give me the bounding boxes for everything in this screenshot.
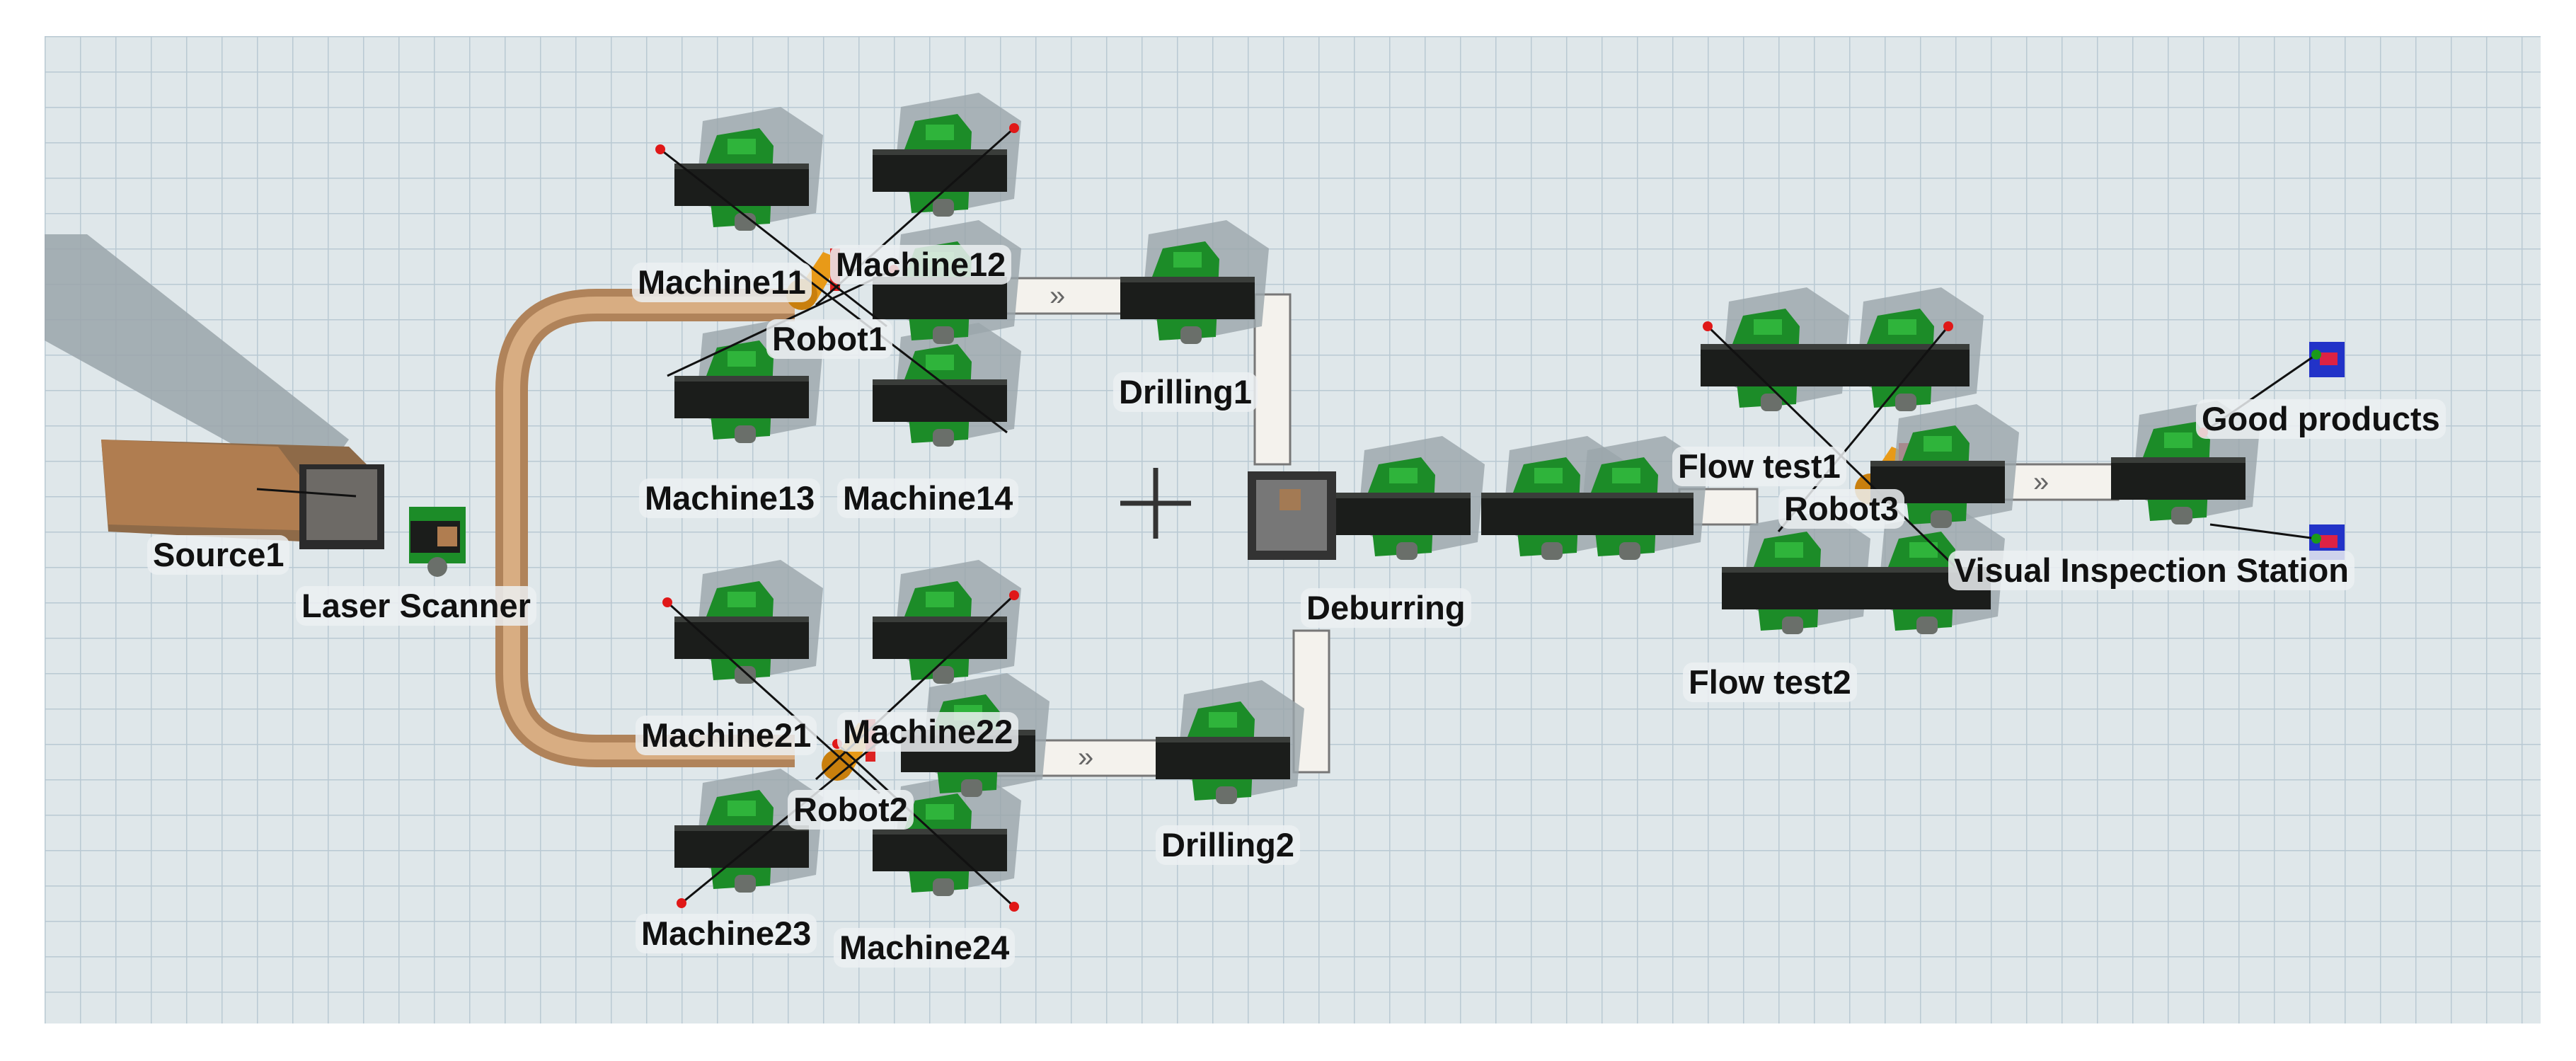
- svg-text:»: »: [1050, 280, 1065, 311]
- label-robot3[interactable]: Robot3: [1778, 489, 1904, 529]
- model-canvas[interactable]: » » »: [45, 36, 2541, 1023]
- label-machine11[interactable]: Machine11: [632, 263, 812, 302]
- label-machine14[interactable]: Machine14: [837, 478, 1019, 518]
- label-visual-inspection[interactable]: Visual Inspection Station: [1948, 551, 2355, 590]
- label-deburring[interactable]: Deburring: [1301, 588, 1471, 628]
- label-drilling2[interactable]: Drilling2: [1156, 825, 1301, 865]
- label-machine23[interactable]: Machine23: [636, 914, 817, 953]
- label-laser-scanner[interactable]: Laser Scanner: [296, 586, 536, 626]
- label-flow-test2[interactable]: Flow test2: [1683, 663, 1857, 702]
- label-flow-test1[interactable]: Flow test1: [1672, 447, 1846, 486]
- label-robot2[interactable]: Robot2: [788, 790, 914, 830]
- label-machine24[interactable]: Machine24: [834, 928, 1016, 968]
- label-machine12[interactable]: Machine12: [830, 245, 1012, 285]
- label-machine21[interactable]: Machine21: [636, 716, 817, 755]
- deburring-object[interactable]: [1248, 471, 1336, 560]
- label-source1[interactable]: Source1: [147, 535, 290, 575]
- label-drilling1[interactable]: Drilling1: [1113, 372, 1258, 412]
- curved-conveyor[interactable]: [495, 289, 795, 767]
- crosshair-icon: [1120, 468, 1191, 539]
- label-robot1[interactable]: Robot1: [766, 319, 892, 359]
- label-good-products[interactable]: Good products: [2196, 399, 2446, 439]
- laser-scanner-object[interactable]: [409, 507, 466, 577]
- label-machine13[interactable]: Machine13: [639, 478, 821, 518]
- svg-text:»: »: [1078, 742, 1093, 773]
- label-machine22[interactable]: Machine22: [837, 712, 1019, 752]
- svg-text:»: »: [2033, 466, 2049, 498]
- source1-object[interactable]: [101, 440, 384, 549]
- model-3d-view[interactable]: » » »: [45, 36, 2541, 1023]
